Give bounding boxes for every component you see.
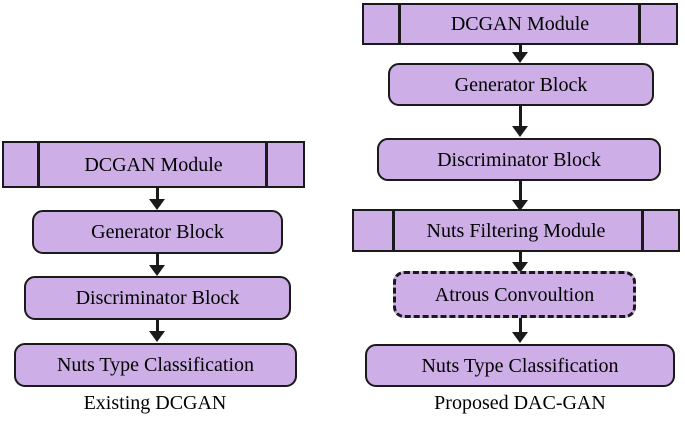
right-node-nuts-filtering-module: Nuts Filtering Module xyxy=(352,209,680,252)
right-node-discriminator-block: Discriminator Block xyxy=(377,138,661,181)
left-arrow-1-head xyxy=(149,199,165,210)
right-nfm-divider-right xyxy=(641,209,644,252)
right-node-nuts-filtering-module-label: Nuts Filtering Module xyxy=(426,219,606,242)
right-node-nuts-type-classification-label: Nuts Type Classification xyxy=(421,354,619,377)
right-node-atrous-convolution: Atrous Convoultion xyxy=(393,271,636,318)
right-node-nuts-type-classification: Nuts Type Classification xyxy=(365,344,675,387)
left-node-dcgan-module: DCGAN Module xyxy=(2,141,305,188)
left-node-nuts-type-classification: Nuts Type Classification xyxy=(14,343,297,387)
right-node-generator-block-label: Generator Block xyxy=(454,73,588,96)
right-arrow-2-line xyxy=(519,106,522,128)
right-dcgan-divider-right xyxy=(638,3,641,45)
left-dcgan-divider-left xyxy=(37,141,40,188)
left-node-nuts-type-classification-label: Nuts Type Classification xyxy=(56,354,255,376)
right-arrow-3-line xyxy=(519,181,522,202)
right-node-dcgan-module-label: DCGAN Module xyxy=(450,13,590,35)
left-arrow-3-head xyxy=(149,331,165,342)
right-arrow-1-head xyxy=(512,52,528,63)
left-node-dcgan-module-label: DCGAN Module xyxy=(84,153,223,176)
left-node-generator-block-label: Generator Block xyxy=(91,221,224,243)
left-node-generator-block: Generator Block xyxy=(32,210,283,254)
right-arrow-4-head xyxy=(512,262,528,273)
right-pipeline-caption: Proposed DAC-GAN xyxy=(434,392,606,414)
right-node-generator-block: Generator Block xyxy=(388,63,654,106)
right-arrow-2-head xyxy=(512,126,528,137)
left-arrow-3-line xyxy=(156,320,159,334)
left-pipeline-caption: Existing DCGAN xyxy=(83,392,227,414)
right-nfm-divider-left xyxy=(392,209,395,252)
left-node-discriminator-block: Discriminator Block xyxy=(24,276,291,320)
left-arrow-2-head xyxy=(149,265,165,276)
right-arrow-3-head xyxy=(512,200,528,211)
right-dcgan-divider-left xyxy=(398,3,401,45)
left-dcgan-divider-right xyxy=(265,141,268,188)
left-node-discriminator-block-label: Discriminator Block xyxy=(75,287,240,309)
left-arrow-2-line xyxy=(156,254,159,268)
right-node-atrous-convolution-label: Atrous Convoultion xyxy=(434,283,595,306)
right-arrow-5-line xyxy=(519,318,522,334)
right-node-dcgan-module: DCGAN Module xyxy=(362,3,678,45)
right-arrow-1-line xyxy=(519,45,522,54)
right-arrow-4-line xyxy=(519,252,522,264)
right-arrow-5-head xyxy=(512,332,528,343)
right-node-discriminator-block-label: Discriminator Block xyxy=(437,148,601,171)
left-arrow-1-line xyxy=(156,188,159,202)
